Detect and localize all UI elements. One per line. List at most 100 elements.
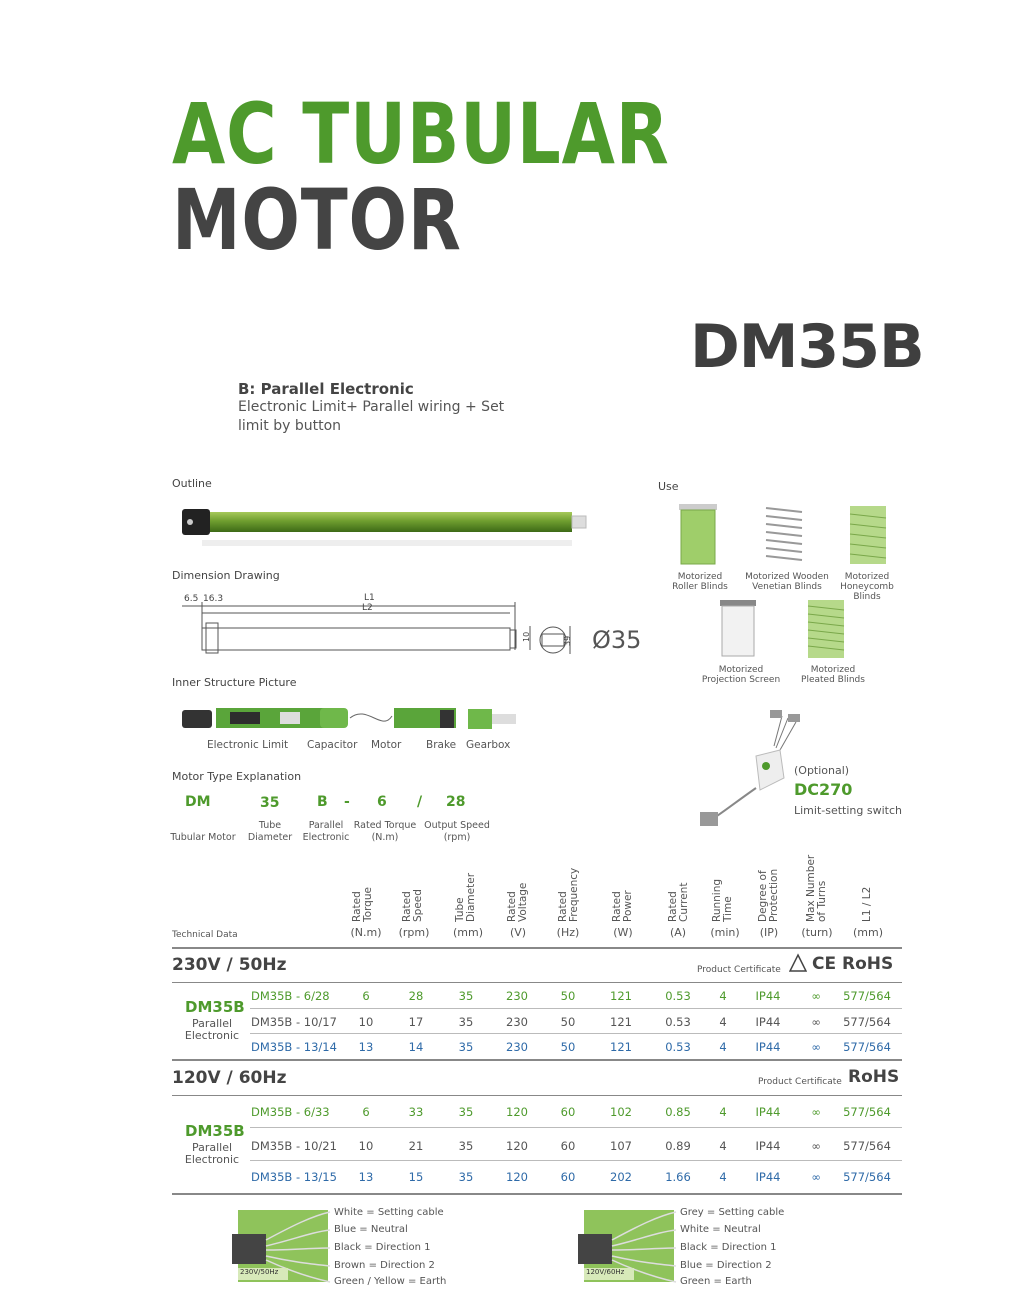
header-l1-l2: L1 / L2 — [861, 886, 873, 922]
table-cell: 6 — [362, 1105, 370, 1119]
type-description: Electronic Limit+ Parallel wiring + Set … — [238, 399, 505, 434]
table-cell: ∞ — [811, 1040, 821, 1054]
wiring-120v-line-1: Grey = Setting cable — [680, 1207, 785, 1218]
group-120v-cert-label: Product Certificate — [758, 1077, 842, 1087]
header-running-time: Running Time — [711, 878, 734, 922]
dim-39: 39 — [563, 635, 572, 646]
wiring-230v-line-3: Black = Direction 1 — [334, 1242, 431, 1253]
group-120v-title: 120V / 60Hz — [172, 1068, 287, 1088]
group-230v-title: 230V / 50Hz — [172, 955, 287, 975]
part-motor: Motor — [371, 739, 402, 751]
table-cell: ∞ — [811, 989, 821, 1003]
tuv-triangle-icon — [789, 953, 807, 972]
row-120-6-33-model: DM35B - 6/33 — [251, 1105, 330, 1119]
row-230-6-28-model: DM35B - 6/28 — [251, 989, 330, 1003]
table-cell: 35 — [458, 1139, 474, 1153]
title-line-2: MOTOR — [172, 171, 462, 269]
inner-structure-image — [182, 708, 516, 729]
unit-power: (W) — [613, 926, 633, 939]
wiring-230v-tag: 230V/50Hz — [240, 1268, 279, 1276]
unit-mm: (mm) — [852, 926, 883, 939]
group-120v-rule — [172, 1095, 902, 1096]
table-cell: 28 — [408, 989, 424, 1003]
wiring-230v-line-2: Blue = Neutral — [334, 1224, 408, 1235]
table-cell: 230 — [506, 1040, 528, 1054]
wiring-120v-line-4: Blue = Direction 2 — [680, 1260, 772, 1271]
group-120v-model: DM35B — [185, 1122, 245, 1140]
wiring-120v-line-3: Black = Direction 1 — [680, 1242, 777, 1253]
part-capacitor: Capacitor — [307, 739, 358, 751]
dim-16-3: 16.3 — [203, 594, 224, 604]
table-cell: 13 — [358, 1040, 374, 1054]
dc270-switch-image — [700, 710, 800, 826]
table-cell: 15 — [408, 1170, 424, 1184]
type-subtitle: B: Parallel Electronic — [238, 380, 414, 398]
code-slash: / — [417, 794, 423, 810]
row-120-10-21-model: DM35B - 10/21 — [251, 1139, 337, 1153]
roller-blind-icon — [679, 504, 717, 565]
table-cell: 1.66 — [665, 1170, 691, 1184]
unit-time: (min) — [710, 926, 740, 939]
table-cell: 4 — [719, 1105, 727, 1119]
table-cell: IP44 — [755, 1105, 781, 1119]
table-cell: 17 — [408, 1015, 424, 1029]
optional-label: (Optional) — [794, 764, 850, 777]
label-parallel-electronic: Parallel Electronic — [302, 820, 350, 843]
group-230v-model: DM35B — [185, 998, 245, 1016]
unit-speed: (rpm) — [398, 926, 430, 939]
group-230v-rule — [172, 982, 902, 983]
table-cell: ∞ — [811, 1105, 821, 1119]
table-cell: 35 — [458, 1040, 474, 1054]
code-35: 35 — [260, 795, 280, 811]
unit-frequency: (Hz) — [556, 926, 580, 939]
label-output-speed: Output Speed (rpm) — [424, 820, 490, 843]
use-label-honeycomb: Motorized Honeycomb Blinds — [840, 572, 894, 602]
outline-motor-image — [182, 509, 587, 546]
code-dash: - — [344, 794, 350, 810]
motor-type-heading: Motor Type Explanation — [172, 770, 302, 783]
table-cell: ∞ — [811, 1139, 821, 1153]
table-cell: 0.53 — [665, 989, 691, 1003]
outline-heading: Outline — [172, 477, 212, 490]
technical-data-label: Technical Data — [172, 930, 238, 940]
unit-tube: (mm) — [452, 926, 483, 939]
table-cell: 33 — [408, 1105, 424, 1119]
header-rated-torque: Rated Torque — [351, 887, 374, 922]
projection-screen-icon — [720, 600, 756, 657]
table-cell: 0.53 — [665, 1040, 691, 1054]
header-rated-frequency: Rated Frequency — [557, 867, 580, 922]
wiring-120v-image — [578, 1210, 677, 1283]
table-cell: 0.53 — [665, 1015, 691, 1029]
table-cell: 577/564 — [843, 1170, 891, 1184]
table-cell: 13 — [358, 1170, 374, 1184]
table-cell: 121 — [610, 1040, 632, 1054]
group-230v-certs: CE RoHS — [812, 954, 894, 974]
venetian-blind-icon — [765, 507, 803, 561]
table-cell: 6 — [362, 989, 370, 1003]
table-cell: 10 — [358, 1015, 374, 1029]
table-cell: 121 — [610, 1015, 632, 1029]
row-120-13-15-model: DM35B - 13/15 — [251, 1170, 337, 1184]
group-230v-bottom-rule — [172, 1059, 902, 1061]
table-cell: 577/564 — [843, 1040, 891, 1054]
wiring-120v-tag: 120V/60Hz — [586, 1268, 625, 1276]
table-cell: 50 — [560, 989, 576, 1003]
table-cell: 577/564 — [843, 1105, 891, 1119]
header-rated-power: Rated Power — [611, 890, 634, 922]
group-120v-row-divider-1 — [250, 1127, 902, 1128]
label-tubular-motor: Tubular Motor — [170, 832, 236, 843]
table-cell: 107 — [610, 1139, 632, 1153]
use-label-roller: Motorized Roller Blinds — [672, 572, 728, 592]
table-cell: 4 — [719, 1170, 727, 1184]
table-cell: 577/564 — [843, 989, 891, 1003]
dim-6-5: 6.5 — [184, 594, 199, 604]
group-120v-bottom-rule — [172, 1193, 902, 1195]
part-gearbox: Gearbox — [466, 739, 511, 751]
code-28: 28 — [446, 794, 466, 810]
table-top-rule — [172, 947, 902, 949]
header-protection: Degree of Protection — [757, 868, 780, 922]
table-cell: 60 — [560, 1105, 576, 1119]
group-230v-row-divider-2 — [250, 1033, 902, 1034]
table-cell: 120 — [506, 1105, 528, 1119]
table-cell: 120 — [506, 1170, 528, 1184]
